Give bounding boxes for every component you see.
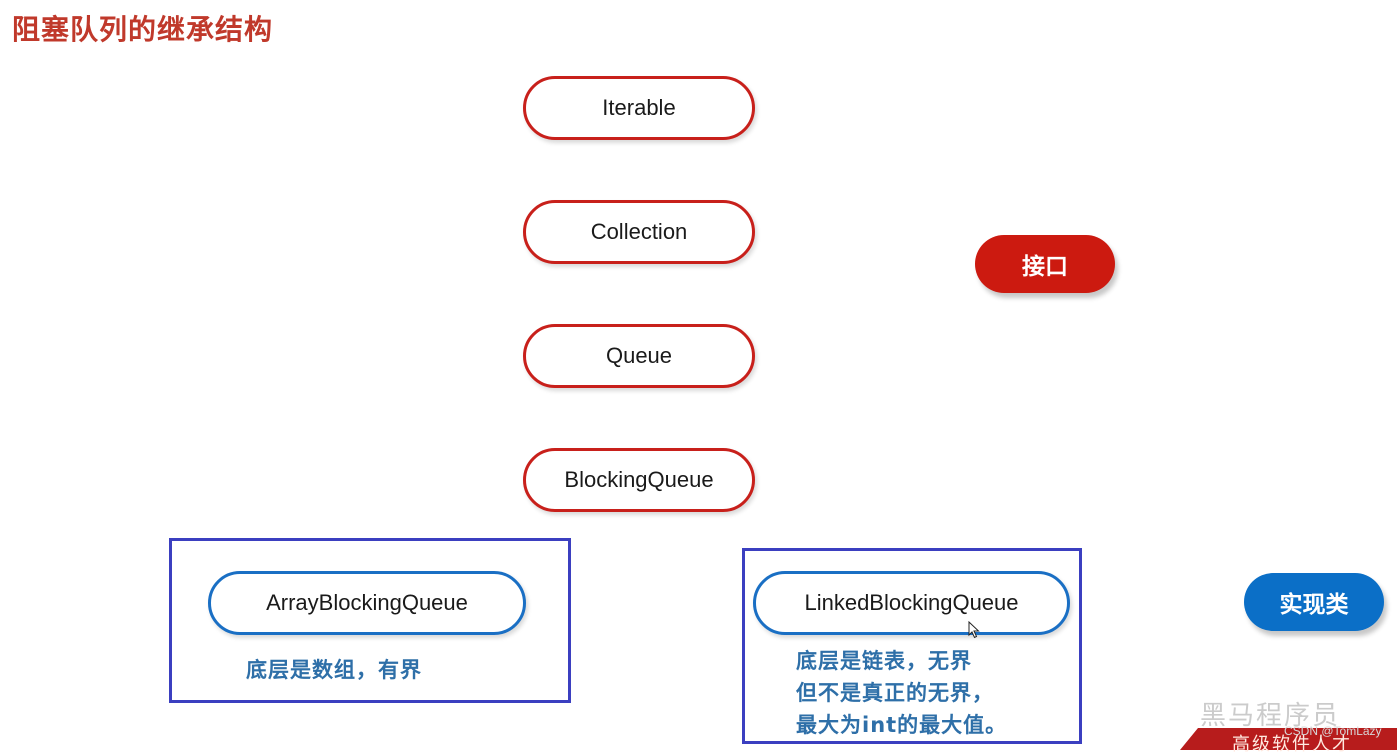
legend-interface: 接口 [975, 235, 1115, 293]
node-blocking-queue: BlockingQueue [523, 448, 755, 512]
csdn-credit: CSDN @TomLazy [1284, 724, 1382, 738]
note-line: 底层是数组，有界 [246, 658, 422, 682]
node-iterable: Iterable [523, 76, 755, 140]
node-collection: Collection [523, 200, 755, 264]
linked-blocking-queue-note: 底层是链表，无界 但不是真正的无界， 最大为int的最大值。 [796, 645, 1007, 741]
array-blocking-queue-group [169, 538, 571, 703]
mouse-cursor-icon [968, 621, 980, 639]
page-title: 阻塞队列的继承结构 [12, 13, 274, 46]
legend-implementation: 实现类 [1244, 573, 1384, 631]
note-line: 最大为int的最大值。 [796, 713, 1008, 737]
corner-banner [1180, 728, 1397, 750]
note-line: 但不是真正的无界， [796, 681, 994, 705]
node-queue: Queue [523, 324, 755, 388]
watermark-logo: 黑马程序员 [1200, 701, 1341, 731]
linked-blocking-queue-group [742, 548, 1082, 744]
node-linked-blocking-queue: LinkedBlockingQueue [753, 571, 1070, 635]
array-blocking-queue-note: 底层是数组，有界 [246, 654, 422, 686]
note-line: 底层是链表，无界 [796, 649, 972, 673]
node-array-blocking-queue: ArrayBlockingQueue [208, 571, 526, 635]
